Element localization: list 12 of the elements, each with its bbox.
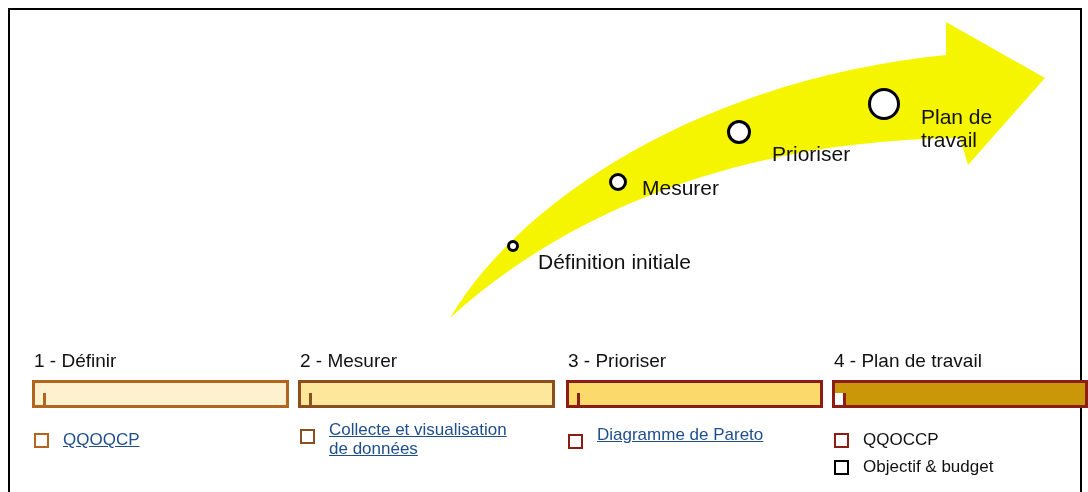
circle-marker <box>507 240 519 252</box>
item-text: Objectif & budget <box>863 457 995 476</box>
link: Diagramme de Pareto <box>597 425 765 444</box>
phase-heading: 1 - Définir <box>34 350 117 372</box>
phase-heading: 4 - Plan de travail <box>834 350 982 372</box>
phase-heading: 2 - Mesurer <box>300 350 398 372</box>
step-label: Définition initiale <box>538 250 692 273</box>
link: Collecte et visualisation de données <box>329 420 508 458</box>
link: QQOQCP <box>63 430 141 449</box>
phase-heading: 3 - Prioriser <box>568 350 667 372</box>
item-text: QQOCCP <box>863 430 940 449</box>
step-label: Prioriser <box>772 142 852 165</box>
